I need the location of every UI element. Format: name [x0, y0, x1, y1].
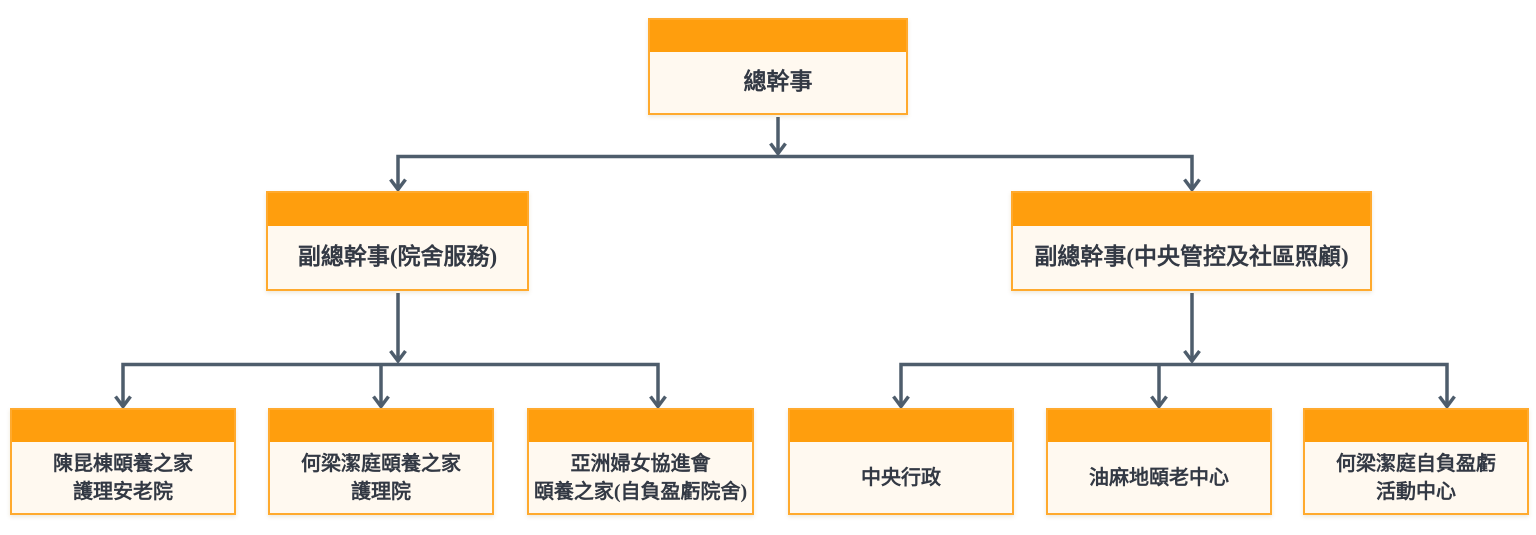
node-header-band — [270, 410, 492, 442]
node-label-asian-women-home: 亞洲婦女協進會 頤養之家(自負盈虧院舍) — [533, 452, 748, 503]
node-label-chan-kwan-tung-home: 陳昆棟頤養之家 護理安老院 — [53, 452, 193, 503]
node-header-band — [12, 410, 234, 442]
node-label-self-financing-activity-centre: 何梁潔庭自負盈虧 活動中心 — [1336, 452, 1496, 503]
node-label-yau-ma-tei-elderly-centre: 油麻地頤老中心 — [1089, 466, 1229, 489]
node-header-band — [1305, 410, 1527, 442]
node-header-band — [529, 410, 752, 442]
edge-residential-to-homes — [114, 293, 667, 410]
node-header-band — [1048, 410, 1270, 442]
node-header-band — [1013, 193, 1370, 226]
org-node-self-financing-activity-centre: 何梁潔庭自負盈虧 活動中心 — [1303, 408, 1529, 515]
node-label-ho-leung-kit-ting-home: 何梁潔庭頤養之家 護理院 — [301, 452, 461, 503]
node-label-deputy-central-community: 副總幹事(中央管控及社區照顧) — [1034, 244, 1349, 270]
org-node-chief-executive: 總幹事 — [648, 18, 908, 115]
org-node-central-administration: 中央行政 — [788, 408, 1014, 515]
node-header-band — [790, 410, 1012, 442]
org-node-deputy-central-community: 副總幹事(中央管控及社區照顧) — [1011, 191, 1372, 291]
node-label-deputy-residential-services: 副總幹事(院舍服務) — [297, 244, 498, 270]
node-header-band — [650, 20, 906, 52]
org-node-yau-ma-tei-elderly-centre: 油麻地頤老中心 — [1046, 408, 1272, 515]
node-label-central-administration: 中央行政 — [861, 466, 941, 489]
edge-root-to-deputies — [389, 117, 1201, 193]
edge-central-to-units — [892, 293, 1456, 410]
org-node-deputy-residential-services: 副總幹事(院舍服務) — [266, 191, 529, 291]
node-label-chief-executive: 總幹事 — [743, 69, 813, 95]
node-header-band — [268, 193, 527, 226]
org-node-chan-kwan-tung-home: 陳昆棟頤養之家 護理安老院 — [10, 408, 236, 515]
org-node-ho-leung-kit-ting-home: 何梁潔庭頤養之家 護理院 — [268, 408, 494, 515]
org-node-asian-women-home: 亞洲婦女協進會 頤養之家(自負盈虧院舍) — [527, 408, 754, 515]
